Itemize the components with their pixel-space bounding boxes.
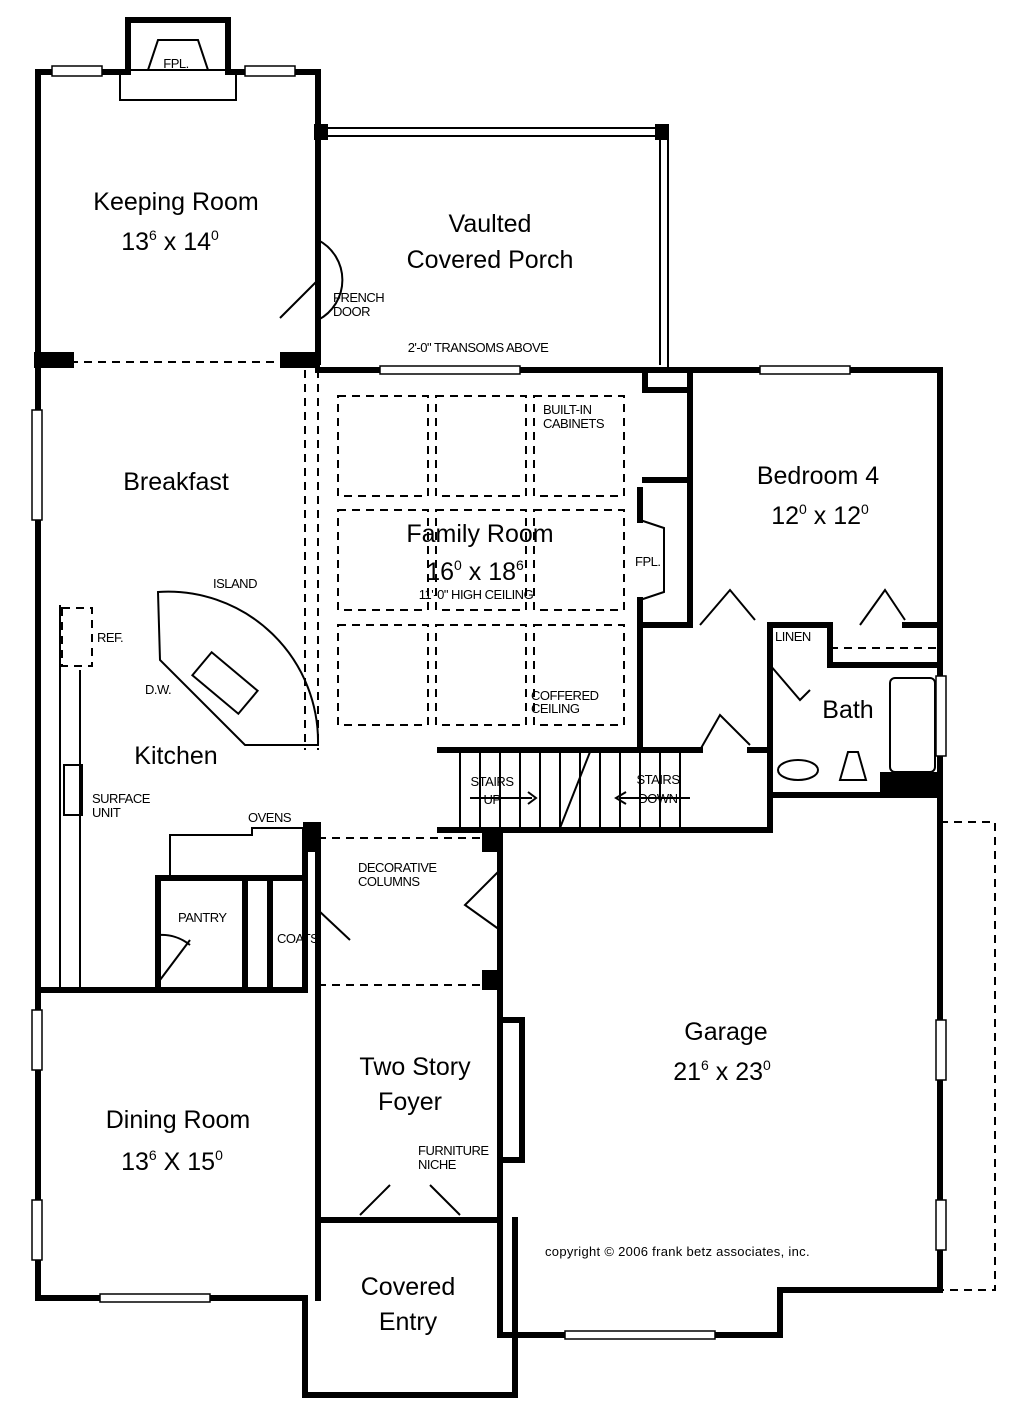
porch-label-2: Covered Porch: [407, 246, 574, 274]
breakfast-label: Breakfast: [123, 468, 229, 496]
island-note: ISLAND: [213, 576, 257, 591]
surface-unit-note-1: SURFACE: [92, 791, 151, 806]
kitchen-island: [156, 590, 320, 746]
interior-walls: [34, 352, 943, 1301]
built-in-note-2: CABINETS: [543, 416, 605, 431]
built-in-note-1: BUILT-IN: [543, 402, 592, 417]
pantry-note: PANTRY: [178, 910, 227, 925]
bath-label: Bath: [822, 696, 873, 724]
family-fpl-note: FPL.: [635, 554, 660, 569]
dining-room-dimensions: 136 X 150: [121, 1147, 223, 1176]
copyright-text: copyright © 2006 frank betz associates, …: [545, 1244, 810, 1259]
columns-note-1: DECORATIVE: [358, 860, 437, 875]
staircase: [459, 751, 690, 829]
columns-note-2: COLUMNS: [358, 874, 420, 889]
niche-note-1: FURNITURE: [418, 1143, 489, 1158]
bedroom-4-dimensions: 120 x 120: [771, 501, 869, 530]
foyer-label-1: Two Story: [359, 1053, 471, 1081]
family-fireplace: [639, 519, 665, 601]
dining-room-label: Dining Room: [106, 1106, 251, 1134]
keeping-room-label: Keeping Room: [93, 188, 258, 216]
coffered-note-1: COFFERED: [531, 688, 599, 703]
ovens-note: OVENS: [248, 810, 292, 825]
stairs-up-note-1: STAIRS: [471, 774, 515, 789]
bath-fixtures: [777, 677, 936, 781]
surface-unit-note-2: UNIT: [92, 805, 121, 820]
kitchen-counters: [59, 605, 305, 990]
coats-note: COATS: [277, 931, 319, 946]
family-ceiling-note: 11'-0" HIGH CEILING: [419, 587, 534, 602]
garage-label: Garage: [684, 1018, 767, 1046]
doors: [157, 239, 906, 1216]
stairs-down-note-2: DOWN: [638, 791, 677, 806]
niche-note-2: NICHE: [418, 1157, 457, 1172]
linen-note: LINEN: [775, 629, 811, 644]
porch-label-1: Vaulted: [449, 210, 532, 238]
ref-note: REF.: [97, 630, 123, 645]
dw-note: D.W.: [145, 682, 171, 697]
bedroom-4-label: Bedroom 4: [757, 462, 879, 490]
stairs-up-note-2: UP: [483, 792, 500, 807]
coffered-ceiling-grid: [337, 395, 625, 726]
coffered-note-2: CEILING: [531, 701, 580, 716]
stairs-down-note-1: STAIRS: [637, 772, 681, 787]
french-door-note-1: FRENCH: [333, 290, 384, 305]
covered-entry-label-2: Entry: [379, 1308, 438, 1336]
covered-entry-label-1: Covered: [361, 1273, 456, 1301]
garage-dimensions: 216 x 230: [673, 1057, 771, 1086]
foyer-label-2: Foyer: [378, 1088, 442, 1116]
family-room-label: Family Room: [406, 520, 553, 548]
french-door-note-2: DOOR: [333, 304, 370, 319]
fpl-note: FPL.: [163, 56, 188, 71]
family-room-dimensions: 160 x 186: [426, 557, 524, 586]
windows: [31, 65, 947, 1340]
garage-bay-outline: [940, 821, 996, 1291]
transoms-note: 2'-0" TRANSOMS ABOVE: [408, 340, 549, 355]
porch-outline: [314, 124, 669, 370]
kitchen-label: Kitchen: [134, 742, 217, 770]
keeping-room-dimensions: 136 x 140: [121, 227, 219, 256]
keeping-room-fireplace: [119, 17, 237, 101]
